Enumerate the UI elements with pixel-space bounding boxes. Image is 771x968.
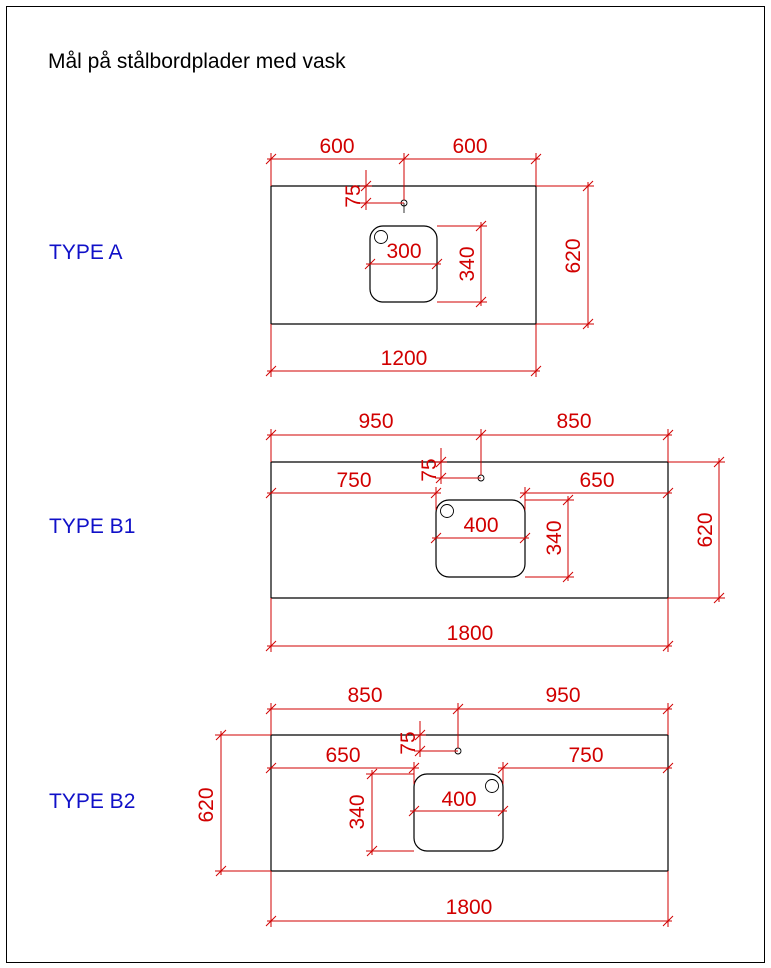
type-b1-tick (519, 487, 531, 499)
type-a-drain-hole (374, 230, 388, 244)
sheet-title: Mål på stålbordplader med vask (48, 50, 346, 73)
type-a-tick (530, 365, 542, 377)
type-b1-tick (430, 532, 442, 544)
type-b2-tick (265, 915, 277, 927)
type-b2-tick (265, 703, 277, 715)
type-b2-dim-depth: 620 (195, 787, 218, 822)
type-b2-dim-total-length: 1800 (446, 896, 493, 919)
type-b1-dim-sink-to-right: 650 (579, 469, 614, 492)
type-a-tick (360, 197, 372, 209)
type-b2-tick (662, 915, 674, 927)
type-b2-tick (497, 762, 509, 774)
type-b1-tick (435, 456, 447, 468)
type-b1-label: TYPE B1 (49, 515, 135, 538)
type-b1-tick (430, 487, 442, 499)
sheet-frame (6, 6, 765, 963)
type-b2-tick (366, 768, 378, 780)
type-b1-tick (662, 429, 674, 441)
type-b2-tick (215, 865, 227, 877)
type-b2-sink-bowl (413, 773, 504, 852)
type-a-tick (582, 180, 594, 192)
type-b1-tick (265, 429, 277, 441)
type-a-dim-tap-to-right: 600 (452, 135, 487, 158)
type-b2-dim-left-to-sink: 650 (325, 744, 360, 767)
type-b1-tick (519, 532, 531, 544)
type-b2-tick (414, 745, 426, 757)
type-b2-dim-left-to-tap: 850 (347, 684, 382, 707)
type-b2-tick (408, 805, 420, 817)
type-b2-tick (497, 805, 509, 817)
type-b2-tick (662, 762, 674, 774)
type-b1-tick (662, 640, 674, 652)
type-a-tick (475, 220, 487, 232)
type-a-dim-sink-width: 300 (386, 240, 421, 263)
type-b2-tick (414, 729, 426, 741)
type-a-tick (475, 296, 487, 308)
type-a-tick (431, 258, 443, 270)
type-a-tick (582, 318, 594, 330)
type-a-label: TYPE A (49, 241, 123, 264)
type-b2-dim-tap-to-right: 950 (545, 684, 580, 707)
type-b2-tick (662, 703, 674, 715)
type-b1-dim-tap-offset: 75 (418, 458, 441, 481)
type-a-drawing: TYPE A 600 600 75 300 (49, 135, 594, 377)
type-b1-dim-total-length: 1800 (447, 622, 494, 645)
type-b1-tick (562, 494, 574, 506)
type-b1-tick (562, 571, 574, 583)
type-b2-dim-sink-depth: 340 (346, 794, 369, 829)
type-a-dim-left-to-tap: 600 (319, 135, 354, 158)
type-a-dim-total-length: 1200 (381, 347, 428, 370)
type-b2-tick (215, 729, 227, 741)
type-b1-dim-sink-width: 400 (463, 514, 498, 537)
type-b1-tick (265, 487, 277, 499)
type-a-tick (364, 258, 376, 270)
type-b1-drain-hole (440, 504, 454, 518)
type-b2-dim-sink-to-right: 750 (568, 744, 603, 767)
type-b1-tick (662, 487, 674, 499)
type-b1-tick (435, 472, 447, 484)
type-b1-tick (713, 592, 725, 604)
type-a-dim-tap-offset: 75 (342, 184, 365, 207)
type-a-tick (265, 365, 277, 377)
type-b1-dim-tap-to-right: 850 (556, 410, 591, 433)
type-b2-tick (452, 703, 464, 715)
type-b2-tick (408, 762, 420, 774)
type-b1-tick (265, 640, 277, 652)
type-b2-dim-tap-offset: 75 (397, 731, 420, 754)
type-a-dim-depth: 620 (562, 238, 585, 273)
type-b1-dim-depth: 620 (694, 512, 717, 547)
type-a-tick (398, 153, 410, 165)
type-b1-tick (713, 456, 725, 468)
type-b2-dim-sink-width: 400 (441, 788, 476, 811)
type-a-tick (360, 180, 372, 192)
type-b2-tick (265, 762, 277, 774)
type-b1-dim-sink-depth: 340 (543, 520, 566, 555)
type-b1-dim-left-to-sink: 750 (336, 469, 371, 492)
type-a-dim-sink-depth: 340 (456, 246, 479, 281)
type-b2-tick (366, 845, 378, 857)
type-a-tick (530, 153, 542, 165)
type-b1-dim-left-to-tap: 950 (358, 410, 393, 433)
type-b1-drawing: TYPE B1 950 850 75 750 65 (49, 410, 725, 652)
type-b2-drawing: TYPE B2 850 950 75 650 75 (49, 684, 674, 927)
type-b2-drain-hole (485, 779, 499, 793)
type-b1-tick (475, 429, 487, 441)
type-a-tick (265, 153, 277, 165)
type-b2-label: TYPE B2 (49, 790, 135, 813)
